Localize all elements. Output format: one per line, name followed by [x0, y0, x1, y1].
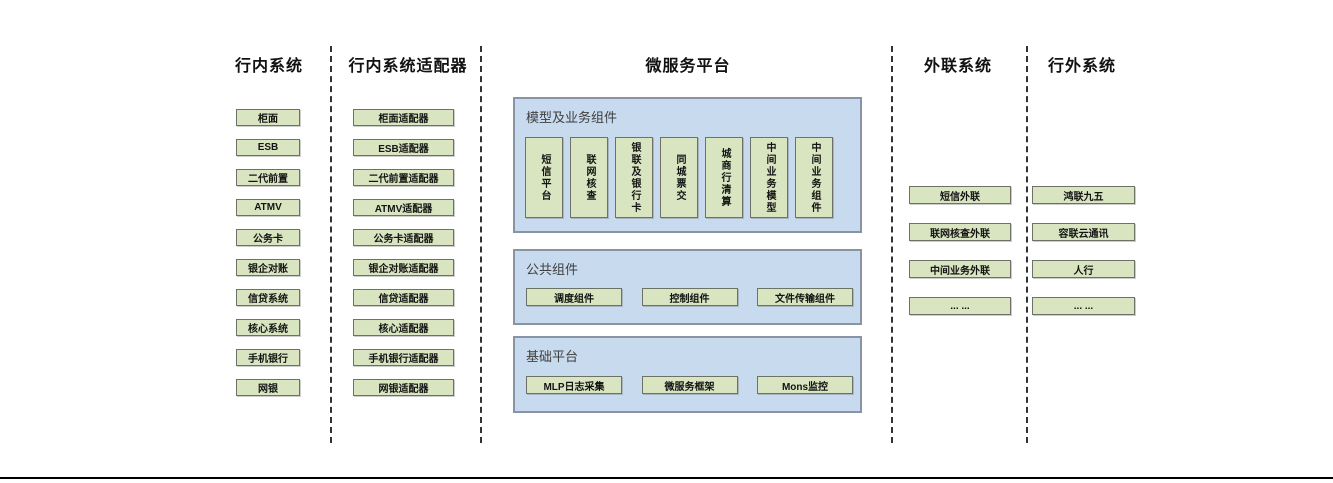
external-link-box: 中间业务外联: [909, 260, 1011, 278]
system-box: 信贷系统: [236, 289, 300, 306]
component-box: 银联及银行卡: [615, 137, 653, 218]
column-title-internal-adapters: 行内系统适配器: [348, 58, 468, 75]
panel-label: 基础平台: [526, 349, 579, 364]
component-row: MLP日志采集 微服务框架 Mons监控: [526, 376, 853, 394]
component-box: Mons监控: [757, 376, 853, 394]
component-box: 文件传输组件: [757, 288, 853, 306]
internal-systems-column: 柜面 ESB 二代前置 ATMV 公务卡 银企对账 信贷系统 核心系统 手机银行…: [236, 109, 300, 396]
column-divider: [1026, 46, 1028, 443]
column-title-internal-systems: 行内系统: [234, 58, 303, 75]
component-box: 中间业务组件: [795, 137, 833, 218]
adapter-box: ATMV适配器: [353, 199, 454, 216]
adapter-box: 核心适配器: [353, 319, 454, 336]
outside-system-box: 鸿联九五: [1032, 186, 1135, 204]
component-box: MLP日志采集: [526, 376, 622, 394]
panel-common-components: 公共组件 调度组件 控制组件 文件传输组件: [513, 249, 862, 325]
outside-system-box: 人行: [1032, 260, 1135, 278]
system-box: 二代前置: [236, 169, 300, 186]
system-box: 手机银行: [236, 349, 300, 366]
adapter-box: 公务卡适配器: [353, 229, 454, 246]
component-box: 联网核查: [570, 137, 608, 218]
component-row: 调度组件 控制组件 文件传输组件: [526, 288, 853, 306]
outside-system-box: ... ...: [1032, 297, 1135, 315]
adapter-box: 手机银行适配器: [353, 349, 454, 366]
external-link-box: 短信外联: [909, 186, 1011, 204]
external-link-column: 短信外联 联网核查外联 中间业务外联 ... ...: [909, 186, 1011, 315]
external-link-box: ... ...: [909, 297, 1011, 315]
adapter-box: 网银适配器: [353, 379, 454, 396]
system-box: 核心系统: [236, 319, 300, 336]
column-title-external-link-systems: 外联系统: [923, 58, 992, 75]
panel-base-platform: 基础平台 MLP日志采集 微服务框架 Mons监控: [513, 336, 862, 413]
outside-system-box: 容联云通讯: [1032, 223, 1135, 241]
adapter-box: 银企对账适配器: [353, 259, 454, 276]
column-divider: [330, 46, 332, 443]
system-box: 银企对账: [236, 259, 300, 276]
adapter-box: ESB适配器: [353, 139, 454, 156]
column-divider: [891, 46, 893, 443]
system-box: ESB: [236, 139, 300, 156]
panel-model-business-components: 模型及业务组件 短信平台 联网核查 银联及银行卡 同城票交 城商行清算 中间业务…: [513, 97, 862, 233]
component-box: 短信平台: [525, 137, 563, 218]
panel-label: 公共组件: [526, 262, 579, 277]
adapter-box: 柜面适配器: [353, 109, 454, 126]
adapter-box: 二代前置适配器: [353, 169, 454, 186]
component-box: 中间业务模型: [750, 137, 788, 218]
component-box: 同城票交: [660, 137, 698, 218]
bottom-rule: [0, 477, 1333, 479]
component-box: 调度组件: [526, 288, 622, 306]
system-box: ATMV: [236, 199, 300, 216]
adapter-box: 信贷适配器: [353, 289, 454, 306]
column-title-outside-systems: 行外系统: [1047, 58, 1116, 75]
panel-label: 模型及业务组件: [526, 110, 618, 125]
system-box: 网银: [236, 379, 300, 396]
column-title-microservice-platform: 微服务平台: [645, 58, 731, 75]
system-box: 公务卡: [236, 229, 300, 246]
internal-adapters-column: 柜面适配器 ESB适配器 二代前置适配器 ATMV适配器 公务卡适配器 银企对账…: [353, 109, 454, 396]
column-divider: [480, 46, 482, 443]
system-box: 柜面: [236, 109, 300, 126]
component-box: 微服务框架: [641, 376, 738, 394]
component-box: 控制组件: [641, 288, 738, 306]
outside-systems-column: 鸿联九五 容联云通讯 人行 ... ...: [1032, 186, 1135, 315]
vertical-component-row: 短信平台 联网核查 银联及银行卡 同城票交 城商行清算 中间业务模型 中间业务组…: [525, 137, 833, 218]
component-box: 城商行清算: [705, 137, 743, 218]
external-link-box: 联网核查外联: [909, 223, 1011, 241]
